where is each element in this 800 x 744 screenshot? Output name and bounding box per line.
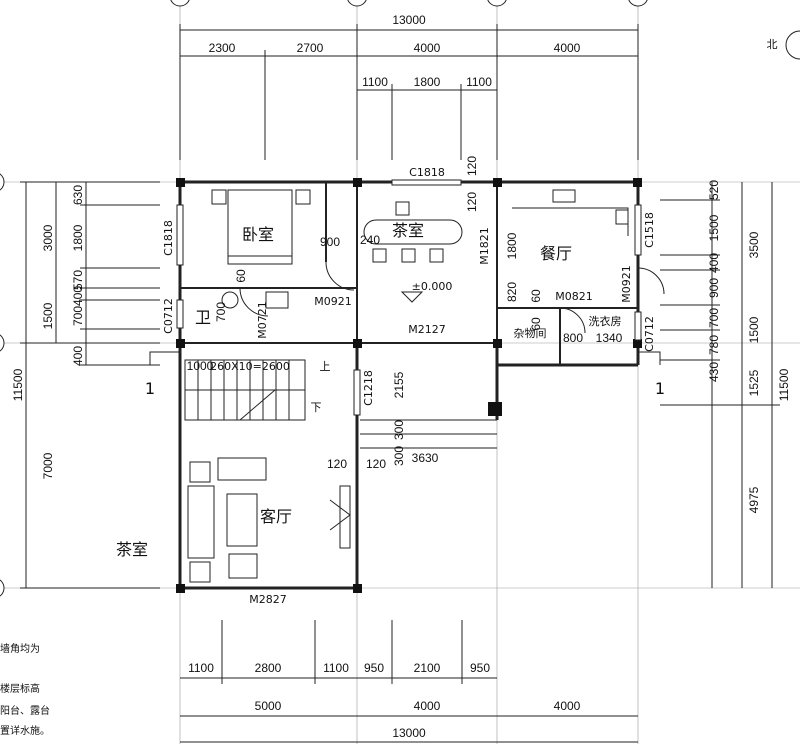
room-bathroom: 卫 — [195, 308, 211, 327]
dim-top-sub-1: 1100 — [362, 75, 388, 89]
dim-inner-300b: 300 — [392, 446, 406, 466]
door-m1821: M1821 — [478, 227, 491, 265]
dim-inner-3630: 3630 — [412, 451, 439, 465]
room-living: 客厅 — [260, 507, 292, 526]
north-label: 北 — [767, 38, 778, 51]
dim-left-c: 7000 — [41, 452, 55, 479]
window-c1218: C1218 — [362, 370, 375, 406]
dim-inner-800: 800 — [563, 331, 583, 345]
door-m0721: M0721 — [256, 301, 269, 339]
note-line-4: 置详水施。 — [0, 724, 50, 737]
door-m0821: M0821 — [555, 290, 593, 303]
dim-top-seg-3: 4000 — [414, 41, 441, 55]
dim-inner-300a: 300 — [392, 420, 406, 440]
room-dining: 餐厅 — [540, 244, 572, 263]
section-marker-right: 1 — [655, 379, 665, 398]
note-line-2: 楼层标高 — [0, 682, 40, 695]
dim-bottom-sub-4: 950 — [364, 661, 384, 675]
note-line-3: 阳台、露台 — [0, 704, 50, 717]
dim-bottom-sub-6: 950 — [470, 661, 490, 675]
dim-inner-2155: 2155 — [392, 371, 406, 398]
dim-bottom-sub-5: 2100 — [414, 661, 441, 675]
dim-inner-1000: 1000 — [187, 359, 214, 373]
dim-inner-120b: 120 — [465, 192, 479, 212]
dim-left-a1: 630 — [71, 185, 85, 205]
dim-bottom-seg-2: 4000 — [414, 699, 441, 713]
dim-inner-120c: 120 — [327, 457, 347, 471]
room-storage: 杂物间 — [514, 326, 547, 340]
dim-bottom-sub-3: 1100 — [323, 661, 349, 675]
dim-left-a3: 570 — [71, 270, 85, 290]
dim-inner-60c: 60 — [529, 317, 543, 331]
dim-bottom-seg-3: 4000 — [554, 699, 581, 713]
dim-inner-120d: 120 — [366, 457, 386, 471]
room-bedroom: 卧室 — [242, 225, 274, 244]
dim-top-seg-1: 2300 — [209, 41, 236, 55]
dim-left-b2: 1500 — [41, 302, 55, 329]
dim-inner-900: 900 — [320, 235, 340, 249]
dim-inner-60a: 60 — [234, 269, 248, 283]
dim-left-a2: 1800 — [71, 224, 85, 251]
dim-bottom-seg-1: 5000 — [255, 699, 282, 713]
note-line-1: 墙角均为 — [0, 642, 40, 655]
dim-bottom-sub-1: 1100 — [188, 661, 214, 675]
dim-left-a6: 400 — [71, 346, 85, 366]
dim-left-a5: 700 — [71, 306, 85, 326]
dim-right-a1: 520 — [707, 180, 721, 200]
window-c0712-left: C0712 — [162, 298, 175, 334]
dim-inner-1800: 1800 — [505, 232, 519, 259]
dim-right-a2: 1500 — [707, 214, 721, 241]
dim-right-b4: 4975 — [747, 486, 761, 513]
dim-inner-700: 700 — [214, 302, 228, 322]
dim-right-a5: 700 — [707, 308, 721, 328]
stair-up: 上 — [320, 360, 331, 373]
door-m0921-a: M0921 — [314, 295, 352, 308]
dim-top-sub-3: 1100 — [466, 75, 492, 89]
dim-top-seg-2: 2700 — [297, 41, 324, 55]
dim-right-overall: 11500 — [777, 368, 791, 401]
dim-top-seg-4: 4000 — [554, 41, 581, 55]
dim-overall-bottom: 13000 — [392, 726, 426, 740]
dim-inner-1340: 1340 — [596, 331, 623, 345]
dim-right-a4: 900 — [707, 278, 721, 298]
dim-right-a6: 780 — [707, 335, 721, 355]
stair-spec: 260X10=2600 — [210, 360, 290, 373]
dim-inner-820: 820 — [505, 282, 519, 302]
dim-inner-60b: 60 — [529, 289, 543, 303]
room-tearoom-inner: 茶室 — [392, 221, 424, 240]
dim-left-overall: 11500 — [11, 368, 25, 401]
room-laundry: 洗衣房 — [589, 314, 622, 328]
dim-right-b3: 1525 — [747, 369, 761, 396]
room-tearoom-outer: 茶室 — [116, 540, 148, 559]
dim-right-b1: 3500 — [747, 231, 761, 258]
dim-left-b1: 3000 — [41, 224, 55, 251]
dim-bottom-sub-2: 2800 — [255, 661, 282, 675]
floor-level: ±0.000 — [412, 280, 453, 293]
dim-right-a7: 430 — [707, 362, 721, 382]
dim-inner-240: 240 — [360, 233, 380, 247]
door-m0921-b: M0921 — [620, 265, 633, 303]
section-marker-left: 1 — [145, 379, 155, 398]
dim-inner-120a: 120 — [465, 156, 479, 176]
window-c0712-right: C0712 — [643, 316, 656, 352]
window-c1818-top: C1818 — [409, 166, 445, 179]
dim-top-sub-2: 1800 — [414, 75, 441, 89]
door-m2827: M2827 — [249, 593, 287, 606]
stair-down: 下 — [311, 401, 322, 414]
door-m2127: M2127 — [408, 323, 446, 336]
dim-right-b2: 1500 — [747, 316, 761, 343]
dim-overall-top: 13000 — [392, 13, 426, 27]
dim-right-a3: 400 — [707, 253, 721, 273]
window-c1518: C1518 — [643, 212, 656, 248]
dim-left-a4: 400 — [71, 286, 85, 306]
window-c1818-left: C1818 — [162, 220, 175, 256]
